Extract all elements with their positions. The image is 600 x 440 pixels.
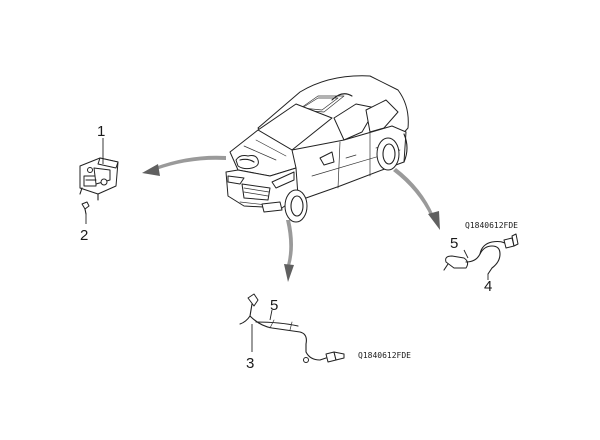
abs-hydraulic-module: [79, 157, 119, 201]
part-code-rear: Q1840612FDE: [465, 221, 518, 230]
callout-4: 4: [484, 278, 492, 295]
part-code-front: Q1840612FDE: [358, 351, 411, 360]
suv-vehicle-illustration: [225, 75, 409, 223]
callout-5-front: 5: [270, 297, 278, 314]
callout-1: 1: [97, 123, 105, 140]
leader-line-5-rear: [463, 249, 469, 259]
callout-2: 2: [80, 227, 88, 244]
leader-line-5-front: [269, 309, 273, 321]
arrow-to-rear-sensor: [393, 168, 440, 230]
callout-3: 3: [246, 355, 254, 372]
callout-5-rear: 5: [450, 235, 458, 252]
arrow-to-abs-module: [142, 155, 226, 176]
arrow-to-front-sensor: [284, 220, 294, 282]
front-wheel-speed-sensor: [239, 293, 345, 363]
mounting-bolt: [81, 201, 90, 215]
rear-wheel-speed-sensor: [443, 233, 519, 275]
